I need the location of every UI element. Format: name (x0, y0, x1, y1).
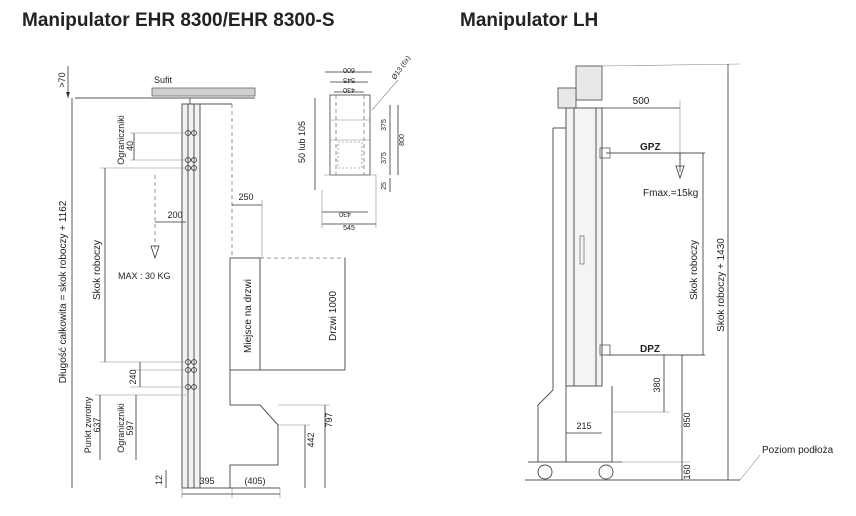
label-load: MAX : 30 KG (118, 271, 171, 281)
label-w-430-bot: 430 (339, 210, 351, 217)
label-w-215: 215 (576, 421, 591, 431)
label-w-430-top: 430 (343, 86, 355, 93)
label-floor: Poziom podłoża (762, 445, 834, 456)
label-h-442: 442 (306, 432, 316, 447)
label-h-800: 800 (399, 134, 406, 146)
label-h-380: 380 (652, 377, 662, 392)
label-stroke: Skok roboczy (92, 240, 103, 300)
label-h-797: 797 (324, 412, 334, 427)
label-h-375a: 375 (381, 119, 388, 131)
base-housing (229, 370, 279, 488)
wheel-left (537, 464, 553, 480)
label-240: 240 (128, 369, 138, 384)
section-body (329, 94, 371, 176)
left-drawing: >70 Długość całkowita = skok roboczy + 1… (57, 66, 346, 498)
label-return-point: Punkt zwrotny (83, 396, 93, 453)
label-gpz: GPZ (640, 142, 661, 153)
handle (579, 235, 585, 265)
label-limiters-top: Ograniczniki (116, 115, 126, 165)
ceiling-block (151, 87, 256, 97)
label-door-space: Miejsce na drzwi (243, 279, 254, 353)
title-right: Manipulator LH (460, 10, 599, 31)
label-reach: 500 (633, 96, 650, 107)
label-w-545-bot: 545 (343, 225, 355, 232)
label-base-12: 12 (154, 475, 164, 485)
label-total-right: Skok roboczy + 1430 (716, 238, 727, 332)
label-width-405: (405) (244, 476, 265, 486)
label-limiters-top-val: 40 (125, 141, 135, 151)
label-dpz: DPZ (640, 344, 660, 355)
label-width-395: 395 (199, 476, 214, 486)
label-return-point-val: 637 (92, 417, 102, 432)
label-ceiling: Sufit (154, 75, 173, 85)
force-arrow (675, 165, 685, 180)
label-h-25: 25 (381, 182, 388, 190)
label-h-850: 850 (682, 412, 692, 427)
column (181, 103, 201, 489)
label-stroke-right: Skok roboczy (689, 240, 700, 300)
label-w-545-top: 545 (343, 76, 355, 83)
label-h-375b: 375 (381, 152, 388, 164)
label-w-600: 600 (343, 66, 355, 73)
label-fmax: Fmax.=15kg (643, 188, 698, 199)
label-limiters-bottom: Ograniczniki (116, 403, 126, 453)
base-right (537, 386, 613, 463)
section-view: 600 545 430 Ø13 (6x) 50 lub 105 375 800 … (297, 55, 412, 232)
label-min-clearance: >70 (57, 72, 67, 87)
right-drawing: 500 GPZ Fmax.=15kg Skok roboczy Skok rob… (525, 63, 834, 481)
label-door: Drzwi 1000 (328, 291, 339, 341)
label-height-choice: 50 lub 105 (297, 121, 307, 163)
title-left: Manipulator EHR 8300/EHR 8300-S (22, 10, 335, 31)
wheel-right (598, 464, 614, 480)
motor (575, 65, 603, 101)
label-total-length: Długość całkowita = skok roboczy + 1162 (58, 200, 69, 383)
label-door-offset: 250 (238, 192, 253, 202)
load-arrow (150, 245, 160, 260)
label-h-160: 160 (682, 464, 692, 479)
label-hole: Ø13 (6x) (391, 55, 412, 81)
label-limiters-bottom-val: 597 (125, 420, 135, 435)
label-arm: 200 (167, 210, 182, 220)
